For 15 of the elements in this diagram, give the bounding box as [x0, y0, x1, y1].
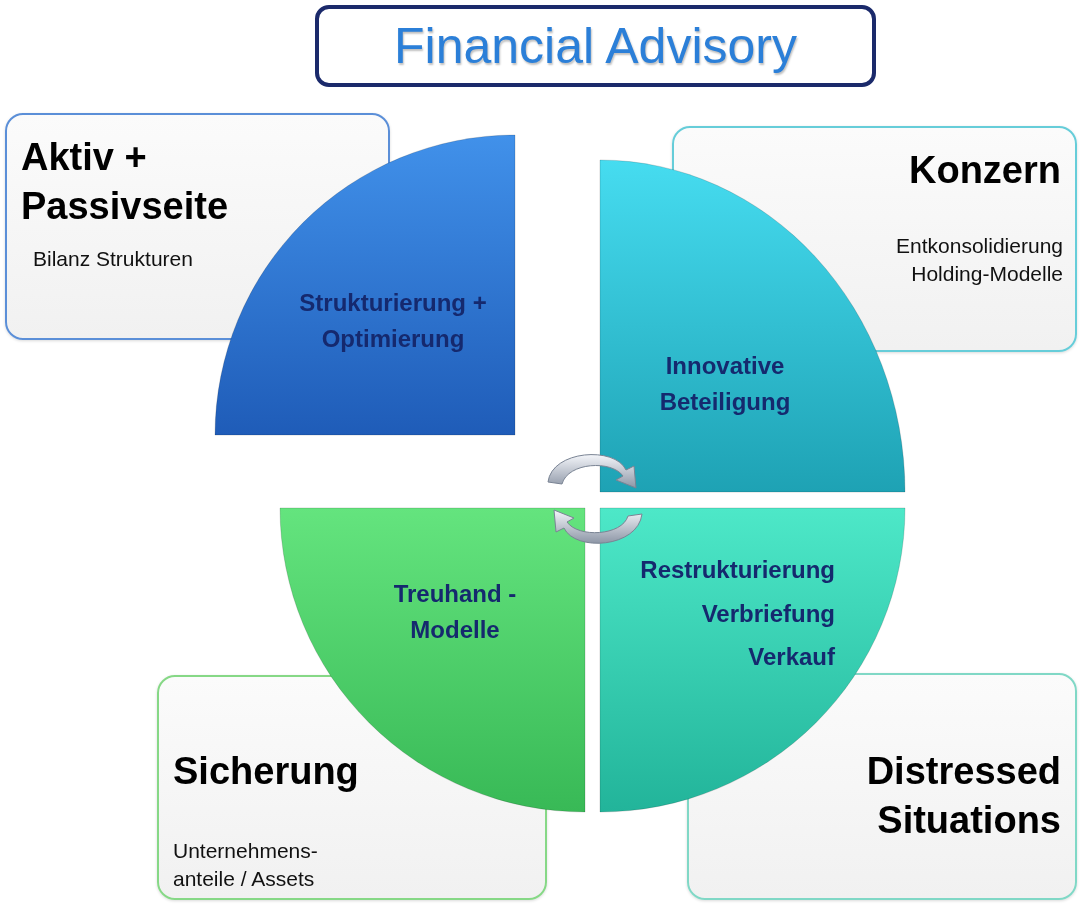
- segment-label: Treuhand -Modelle: [392, 579, 518, 645]
- card-text: Bilanz Strukturen: [33, 246, 194, 272]
- title-box: [315, 5, 876, 87]
- card-heading: Distressed Situations: [865, 749, 1061, 844]
- segment-label: Verbriefung: [700, 600, 835, 629]
- card-heading: Aktiv + Passivseite: [21, 135, 230, 230]
- card-heading: Sicherung: [173, 749, 360, 794]
- segment-label: Verkauf: [747, 643, 835, 672]
- card-heading: Konzern: [908, 148, 1061, 193]
- card-text: Unternehmens- anteile / Assets: [173, 838, 319, 893]
- segment-label: Strukturierung + Optimierung: [298, 288, 488, 354]
- card-text: Entkonsolidierung Holding-Modelle: [895, 233, 1063, 288]
- segment-label: Restrukturierung: [639, 556, 835, 585]
- segment-label: Innovative Beteiligung: [658, 351, 792, 417]
- title-text: Financial Advisory: [394, 17, 797, 75]
